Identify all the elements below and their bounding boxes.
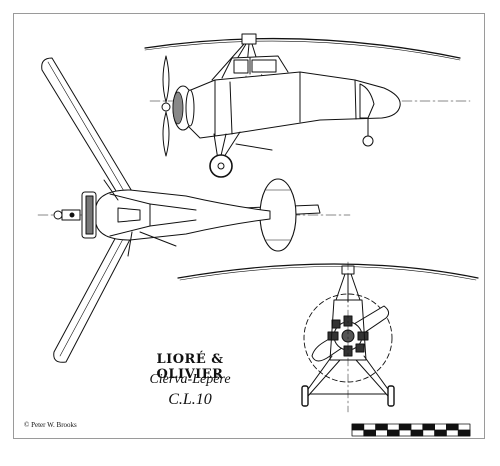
plan-cockpit	[117, 207, 141, 223]
maker-title: LIORÉ & OLIVIER	[156, 352, 224, 382]
front-landing-gear	[301, 355, 395, 407]
side-tail-fin	[359, 83, 375, 119]
plan-view	[37, 57, 351, 363]
side-propeller	[162, 55, 170, 103]
plan-rotor-blade-lower	[53, 221, 137, 363]
drawing-frame	[13, 13, 485, 439]
model-name: Cierva-Lepère	[149, 372, 231, 387]
plan-engine	[53, 191, 97, 239]
plan-fuselage	[95, 189, 271, 241]
front-view	[177, 261, 479, 413]
side-rotor-blade	[144, 37, 461, 59]
side-engine	[172, 85, 195, 131]
side-landing-gear	[209, 117, 374, 178]
scale-bar	[351, 423, 471, 437]
side-rotor-hub	[241, 33, 257, 45]
model-designation: C.L.10	[168, 391, 212, 408]
side-view	[144, 33, 471, 178]
copyright-credit: © Peter W. Brooks	[24, 421, 77, 429]
side-fuselage	[185, 71, 401, 139]
front-rotor-blade	[177, 263, 479, 279]
